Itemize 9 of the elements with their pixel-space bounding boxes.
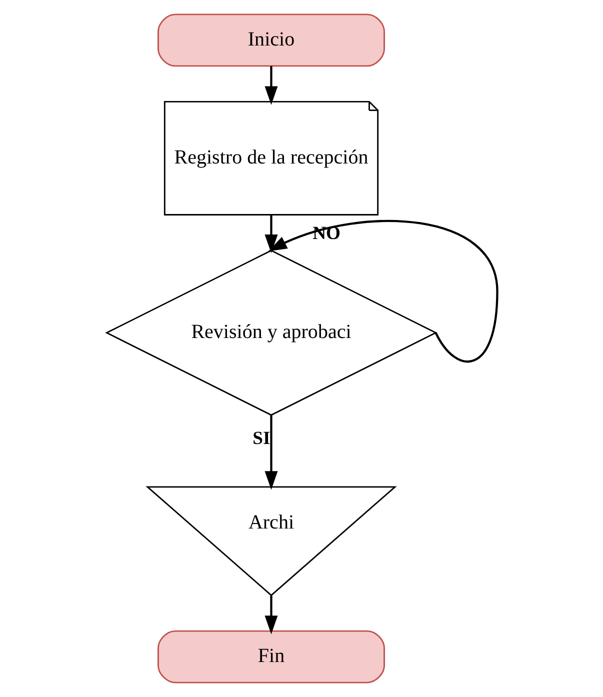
- edge-label: SI: [252, 428, 270, 450]
- node-box: Inicio: [157, 14, 384, 67]
- node-box: Fin: [157, 630, 384, 684]
- arrow: [264, 596, 278, 634]
- arrow: [264, 415, 278, 490]
- arrow: [264, 66, 278, 105]
- arrow: [264, 214, 278, 254]
- arrow: [268, 220, 498, 362]
- node-diamond: Revisión y aprobaci: [104, 250, 437, 416]
